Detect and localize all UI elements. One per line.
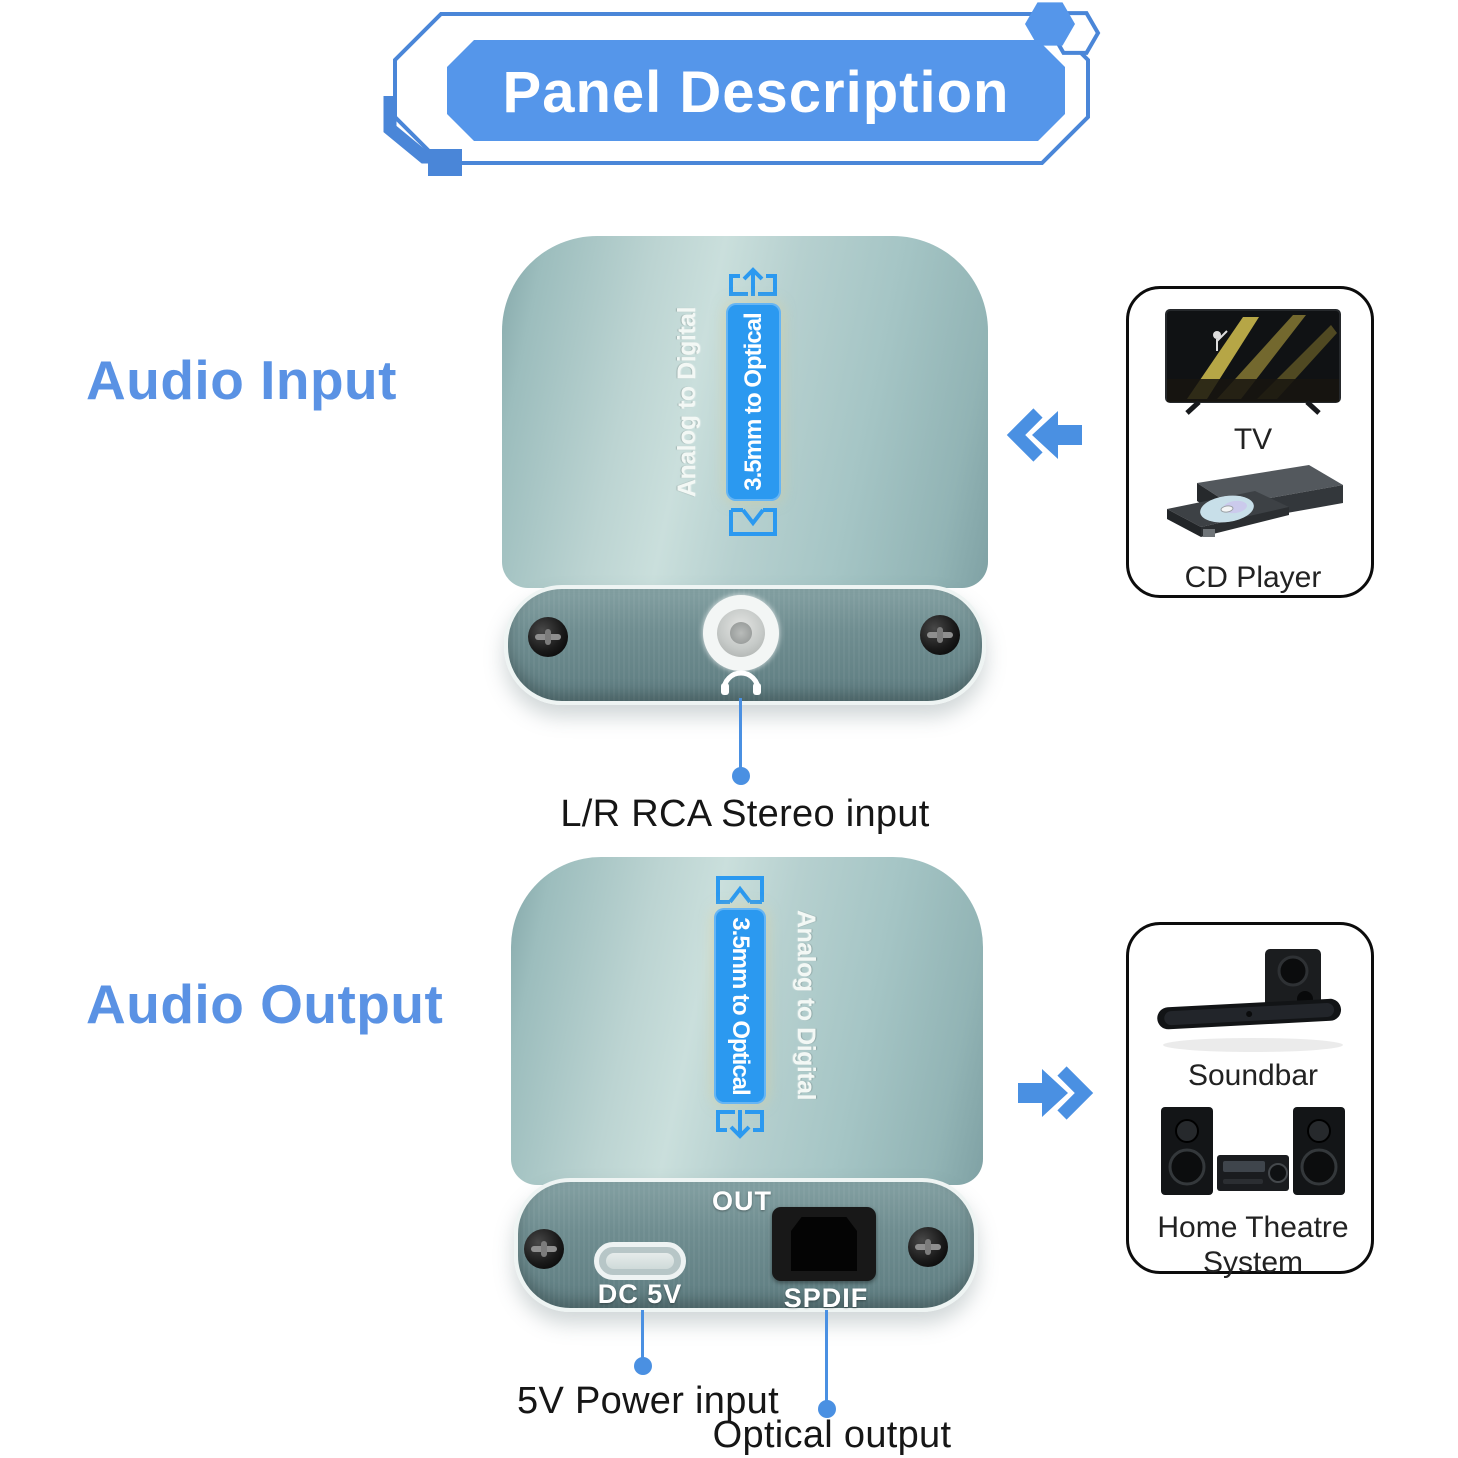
soundbar-label: Soundbar bbox=[1187, 1059, 1319, 1092]
screw-icon bbox=[524, 1229, 564, 1269]
tv-label: TV bbox=[1233, 423, 1273, 456]
audio-output-heading: Audio Output bbox=[86, 973, 444, 1035]
device-strip-label: 3.5mm to Optical bbox=[739, 313, 767, 491]
device-strip: 3.5mm to Optical bbox=[714, 908, 766, 1104]
callout-dot bbox=[732, 767, 750, 785]
output-arrow-icon bbox=[1018, 1066, 1094, 1120]
screw-icon bbox=[528, 617, 568, 657]
spdif-label: SPDIF bbox=[783, 1283, 869, 1313]
home-theatre-label: Home Theatre System bbox=[1157, 1211, 1349, 1279]
device-side-label: Analog to Digital bbox=[792, 909, 820, 1101]
callout-dot bbox=[818, 1400, 836, 1418]
callout-optical-label: Optical output bbox=[712, 1414, 952, 1456]
hexagon-icon bbox=[1025, 2, 1075, 46]
sink-devices-box: Soundbar Home Theatre System bbox=[1126, 922, 1374, 1279]
cd-player-image bbox=[1167, 465, 1343, 537]
eject-out-icon bbox=[716, 1110, 764, 1139]
soundbar-image bbox=[1157, 949, 1343, 1052]
output-device-face bbox=[514, 1178, 978, 1312]
device-strip-label: 3.5mm to Optical bbox=[727, 917, 754, 1095]
eject-in-icon bbox=[716, 876, 764, 904]
callout-dot bbox=[634, 1357, 652, 1375]
device-side-label: Analog to Digital bbox=[673, 306, 701, 498]
callout-power-label: 5V Power input bbox=[517, 1380, 779, 1422]
page-title: Panel Description bbox=[503, 60, 1010, 125]
screw-icon bbox=[920, 615, 960, 655]
banner-panel bbox=[447, 40, 1065, 141]
banner: Panel Description bbox=[383, 2, 1101, 176]
cd-player-label: CD Player bbox=[1184, 561, 1322, 594]
callout-line bbox=[641, 1310, 644, 1360]
screw-icon bbox=[908, 1227, 948, 1267]
dc5v-label: DC 5V bbox=[597, 1279, 683, 1309]
source-devices-box: TV CD Player bbox=[1126, 286, 1374, 598]
input-arrow-icon bbox=[1006, 408, 1082, 462]
spdif-optical-port bbox=[772, 1207, 876, 1281]
audio-input-heading: Audio Input bbox=[86, 349, 397, 411]
eject-out-icon bbox=[729, 267, 777, 296]
rca-stereo-jack bbox=[703, 595, 779, 671]
banner-corner-block bbox=[428, 149, 462, 176]
callout-line bbox=[825, 1310, 828, 1403]
out-label: OUT bbox=[712, 1186, 772, 1216]
eject-in-icon bbox=[729, 508, 777, 536]
home-theatre-image bbox=[1161, 1107, 1345, 1195]
callout-rca-label: L/R RCA Stereo input bbox=[560, 793, 930, 835]
tv-image bbox=[1165, 309, 1341, 415]
usb-c-power-port bbox=[594, 1242, 686, 1280]
device-strip: 3.5mm to Optical bbox=[726, 303, 781, 501]
headphone-icon bbox=[721, 670, 761, 695]
callout-line bbox=[739, 698, 742, 770]
banner-corner-accent bbox=[383, 96, 440, 164]
